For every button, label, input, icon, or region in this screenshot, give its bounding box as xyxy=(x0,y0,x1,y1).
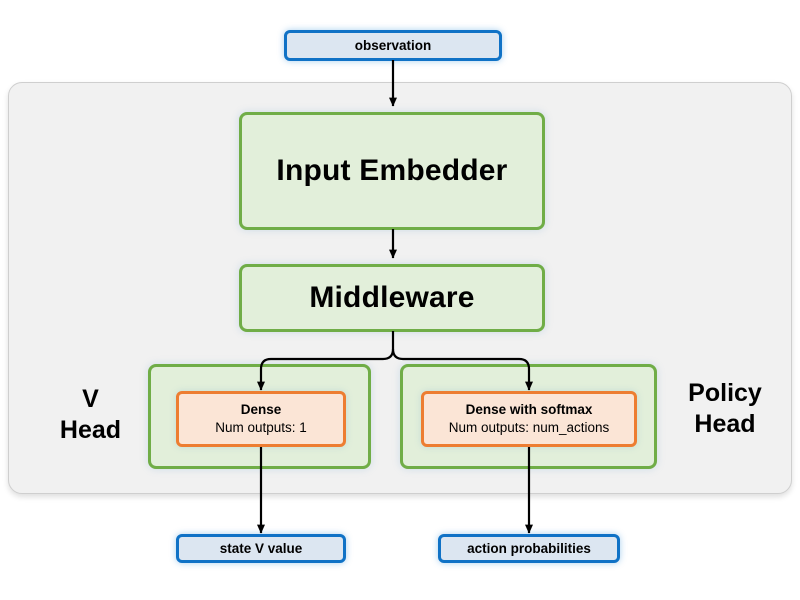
node-action-probabilities[interactable]: action probabilities xyxy=(438,534,620,563)
node-state-v-value-label: state V value xyxy=(219,541,303,556)
node-dense-policy-title: Dense with softmax xyxy=(465,401,593,417)
v-head-label-line2: Head xyxy=(59,415,122,444)
policy-head-label: Policy Head xyxy=(664,378,786,439)
node-observation[interactable]: observation xyxy=(284,30,502,61)
policy-head-label-line1: Policy xyxy=(688,379,762,407)
node-dense-policy[interactable]: Dense with softmax Num outputs: num_acti… xyxy=(421,391,637,447)
node-dense-v[interactable]: Dense Num outputs: 1 xyxy=(176,391,346,447)
node-input-embedder[interactable]: Input Embedder xyxy=(239,112,545,230)
v-head-label-line1: V xyxy=(82,385,99,413)
node-dense-v-title: Dense xyxy=(240,401,282,417)
node-middleware[interactable]: Middleware xyxy=(239,264,545,332)
node-middleware-label: Middleware xyxy=(309,281,475,314)
node-observation-label: observation xyxy=(354,38,432,53)
node-state-v-value[interactable]: state V value xyxy=(176,534,346,563)
node-dense-v-subtitle: Num outputs: 1 xyxy=(215,420,307,435)
node-dense-policy-subtitle: Num outputs: num_actions xyxy=(448,420,610,435)
node-input-embedder-label: Input Embedder xyxy=(276,154,508,187)
policy-head-label-line2: Head xyxy=(694,409,756,438)
v-head-label: V Head xyxy=(38,384,143,445)
node-action-probabilities-label: action probabilities xyxy=(467,541,591,556)
